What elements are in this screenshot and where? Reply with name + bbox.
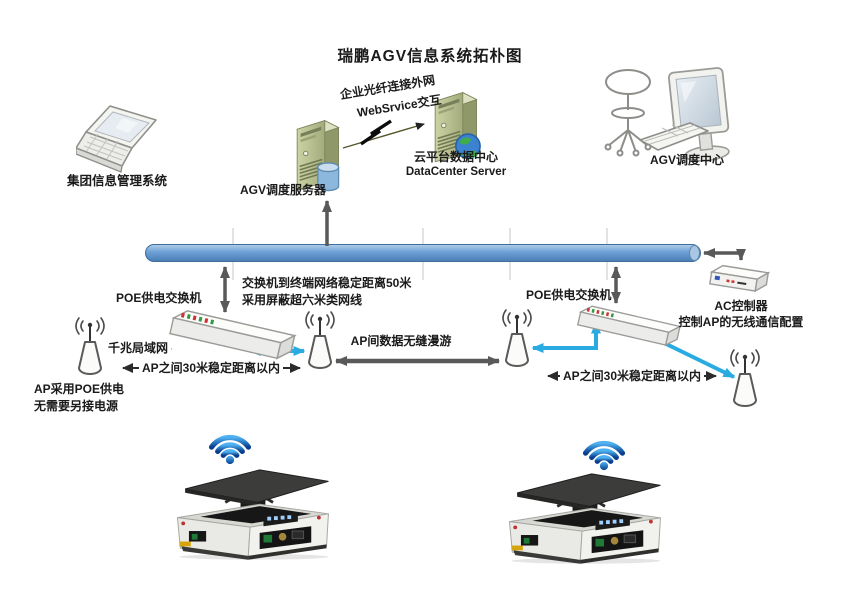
server-tower-icon — [434, 91, 481, 163]
network-switch-icon — [169, 310, 297, 360]
switch-to-ap4-blue-arrow — [655, 337, 736, 379]
server-tower-icon — [296, 119, 340, 192]
fiber-link-line — [342, 122, 425, 149]
agv-robot-icon — [508, 473, 661, 564]
label-group-info-system: 集团信息管理系统 — [67, 174, 168, 188]
keyboard-icon — [639, 122, 709, 151]
label-agv-dispatch-server: AGV调度服务器 — [240, 183, 327, 197]
label-ap-poe-line2: 无需要另接电源 — [34, 399, 119, 413]
signal-icon — [75, 317, 105, 335]
bus-to-ac-elbow-arrow — [703, 248, 746, 261]
wireless-ap-icon — [305, 311, 335, 369]
signal-icon — [305, 311, 335, 329]
wireless-ap-icon — [75, 317, 105, 375]
ap3-to-switch-blue-elbow — [531, 321, 601, 353]
label-cable-note-line2: 采用屏蔽超六米类网线 — [242, 293, 363, 307]
network-switch-icon — [576, 305, 682, 347]
workstation-icon — [604, 67, 730, 162]
label-agv-dispatch-center: AGV调度中心 — [650, 153, 725, 167]
page-title: 瑞鹏AGV信息系统拓朴图 — [337, 48, 523, 65]
ac-controller-icon — [709, 264, 771, 293]
label-ap-distance-right: AP之间30米稳定距离以内 — [559, 369, 705, 384]
label-ap-distance-left: AP之间30米稳定距离以内 — [138, 361, 284, 376]
label-ap-roaming: AP间数据无缝漫游 — [350, 334, 452, 348]
label-ac-controller: AC控制器 — [714, 299, 768, 313]
label-ap-poe-line1: AP采用POE供电 — [34, 382, 125, 396]
globe-icon — [454, 133, 481, 160]
database-icon — [317, 162, 340, 192]
wireless-ap-icon — [502, 309, 532, 367]
wifi-icon — [582, 440, 626, 471]
label-gigabit-lan: 千兆局域网 — [104, 341, 172, 356]
office-chair-icon — [604, 69, 652, 157]
label-cable-note-line1: 交换机到终端网络稳定距离50米 — [242, 276, 412, 290]
signal-icon — [730, 349, 760, 367]
label-cloud-datacenter-en: DataCenter Server — [405, 166, 507, 178]
lightning-bolt-icon — [360, 119, 392, 146]
label-ac-controller-note: 控制AP的无线通信配置 — [678, 315, 804, 329]
signal-icon — [502, 309, 532, 327]
label-poe-switch-left: POE供电交换机 — [116, 291, 202, 305]
monitor-icon — [667, 67, 730, 162]
bus-backbone — [145, 244, 701, 262]
agv-robot-icon — [176, 469, 329, 560]
laptop-icon — [76, 105, 157, 173]
label-poe-switch-right: POE供电交换机 — [526, 288, 612, 302]
wireless-ap-icon — [730, 349, 760, 407]
wifi-icon — [208, 434, 252, 465]
bus-end-cap — [689, 245, 700, 261]
label-cloud-datacenter-cn: 云平台数据中心 — [413, 150, 499, 164]
